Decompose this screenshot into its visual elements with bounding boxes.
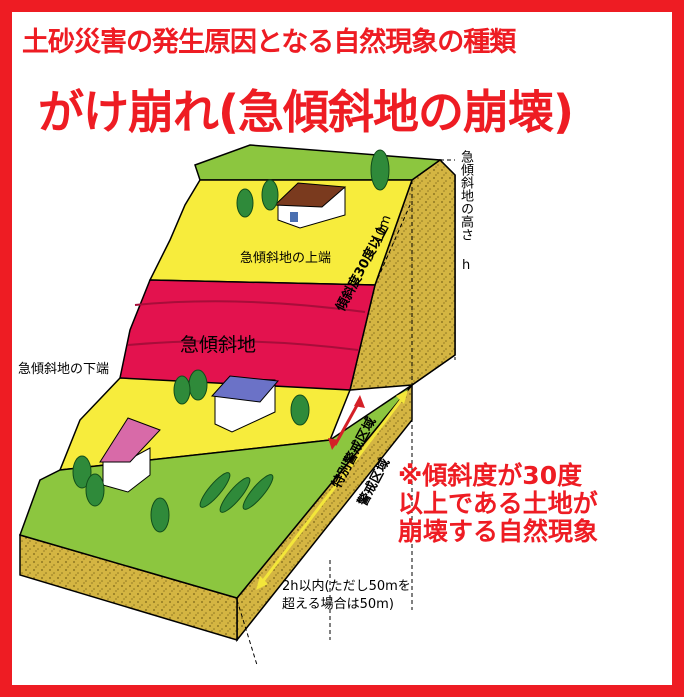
distance-line-2: 超える場合は50m) (282, 597, 394, 612)
note-box: ※傾斜度が30度 以上である土地が 崩壊する自然現象 (398, 462, 598, 546)
title-line-1: 土砂災害の発生原因となる自然現象の種類 (22, 27, 516, 58)
distance-note: 2h以内(ただし50mを 超える場合は50m) (282, 578, 411, 614)
title-line-2: がけ崩れ(急傾斜地の崩壊) (38, 85, 574, 139)
top-edge-label: 急傾斜地の上端 (240, 251, 332, 266)
dimension-lines (236, 159, 456, 666)
note-line-3: 崩壊する自然現象 (398, 517, 599, 546)
slope-label: 急傾斜地 (180, 334, 257, 356)
house-top (273, 182, 347, 229)
warning-zone-arrow (258, 394, 407, 586)
special-zone-arrow (333, 399, 362, 446)
distance-line-1: 2h以内(ただし50mを (282, 579, 411, 594)
note-line-2: 以上である土地が (398, 489, 598, 518)
height-symbol: h (462, 258, 471, 273)
house-middle (210, 375, 280, 433)
bottom-edge-label: 急傾斜地の下端 (18, 362, 110, 377)
trees (72, 149, 390, 533)
upper-grass (194, 144, 443, 181)
note-line-1: ※傾斜度が30度 (398, 461, 583, 490)
height-label: 急傾斜地の高さ (458, 150, 473, 241)
